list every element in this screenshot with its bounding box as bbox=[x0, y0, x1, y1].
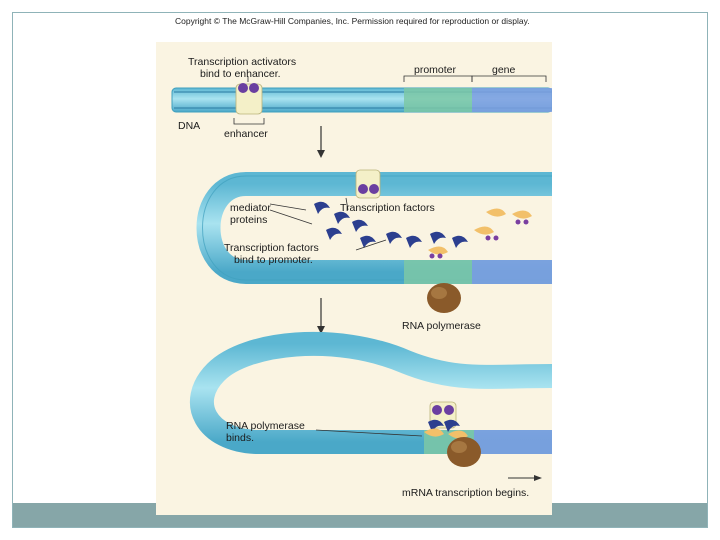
mediator-proteins bbox=[314, 201, 468, 248]
label-mrna-transcription: mRNA transcription begins. bbox=[402, 487, 530, 499]
label-mediator-line2: proteins bbox=[230, 214, 268, 226]
label-rnap-binds-line2: binds. bbox=[226, 432, 255, 444]
rna-polymerase bbox=[447, 437, 481, 467]
enhancer-region bbox=[355, 169, 381, 199]
activator-protein bbox=[358, 184, 368, 194]
dna-loop bbox=[189, 331, 552, 454]
label-dna: DNA bbox=[178, 120, 201, 132]
transcription-factors bbox=[428, 208, 532, 259]
label-rnap-binds-line1: RNA polymerase bbox=[226, 420, 305, 432]
preinitiation-complex bbox=[424, 401, 468, 439]
label-gene: gene bbox=[492, 64, 516, 76]
dna-loop bbox=[196, 172, 552, 284]
activator-protein bbox=[249, 83, 259, 93]
activator-protein bbox=[238, 83, 248, 93]
label-rna-polymerase: RNA polymerase bbox=[402, 320, 481, 332]
panel-3 bbox=[189, 331, 552, 481]
copyright-notice: Copyright © The McGraw-Hill Companies, I… bbox=[175, 16, 530, 26]
panel-2 bbox=[196, 169, 552, 313]
slide-frame bbox=[12, 12, 708, 528]
promoter-region bbox=[404, 260, 472, 284]
rna-polymerase bbox=[427, 283, 461, 313]
label-activators-line2: bind to enhancer. bbox=[200, 68, 281, 80]
transcription-diagram bbox=[171, 75, 552, 481]
activator-protein bbox=[369, 184, 379, 194]
label-tf-bind-line2: bind to promoter. bbox=[234, 254, 313, 266]
label-promoter: promoter bbox=[414, 64, 457, 76]
label-enhancer: enhancer bbox=[224, 128, 268, 140]
gene-region bbox=[472, 88, 552, 112]
label-tf-bind-line1: Transcription factors bbox=[224, 242, 319, 254]
gene-region bbox=[474, 430, 552, 454]
label-transcription-factors: Transcription factors bbox=[340, 202, 435, 214]
label-mediator-line1: mediator bbox=[230, 202, 271, 214]
promoter-region bbox=[404, 88, 472, 112]
transcription-figure: Transcription activators bind to enhance… bbox=[156, 42, 552, 515]
gene-region bbox=[472, 260, 552, 284]
panel-1 bbox=[171, 75, 552, 125]
label-activators-line1: Transcription activators bbox=[188, 56, 297, 68]
